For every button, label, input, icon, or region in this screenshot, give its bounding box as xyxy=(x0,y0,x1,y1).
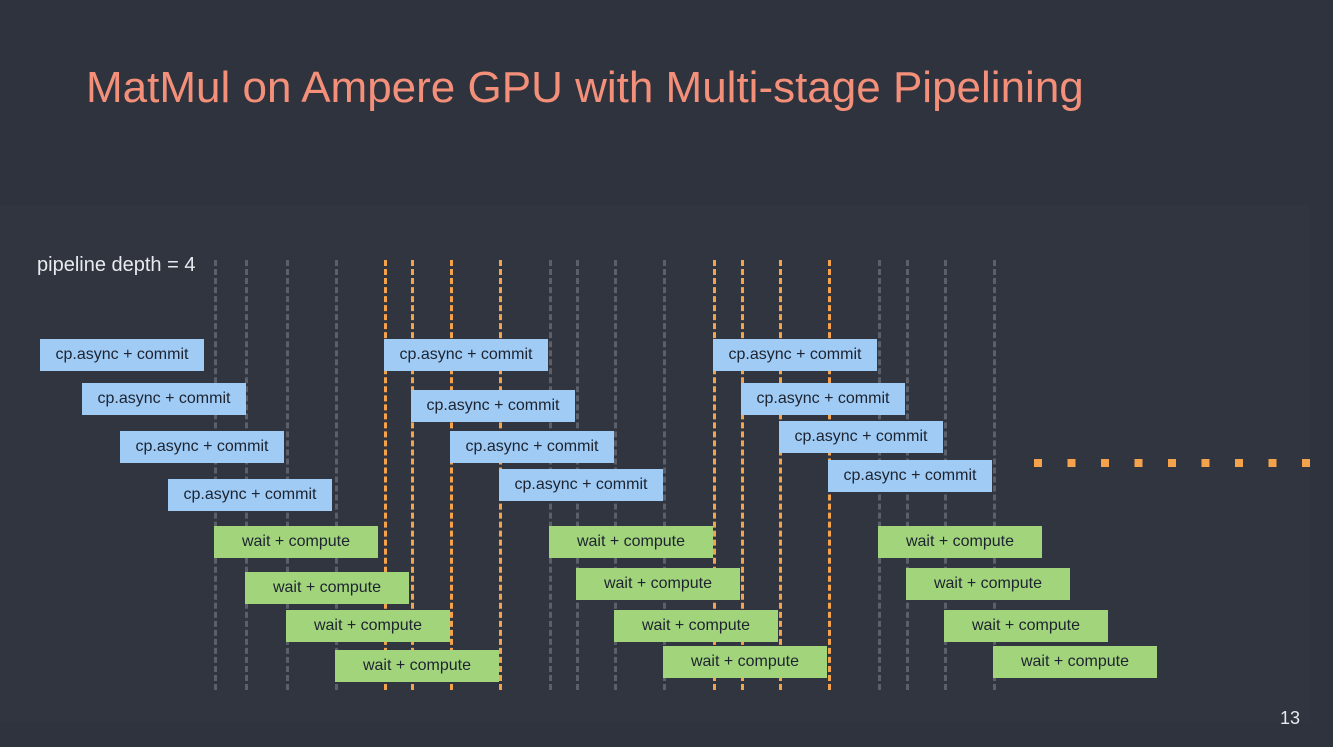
wait-compute-box: wait + compute xyxy=(214,526,378,558)
wait-compute-box: wait + compute xyxy=(663,646,827,678)
wait-compute-box: wait + compute xyxy=(614,610,778,642)
wait-compute-box: wait + compute xyxy=(549,526,713,558)
cp-async-commit-box: cp.async + commit xyxy=(384,339,548,371)
cp-async-commit-box: cp.async + commit xyxy=(40,339,204,371)
cp-async-commit-box: cp.async + commit xyxy=(450,431,614,463)
sync-line xyxy=(411,260,414,690)
cp-async-commit-box: cp.async + commit xyxy=(499,469,663,501)
cp-async-commit-box: cp.async + commit xyxy=(411,390,575,422)
wait-compute-box: wait + compute xyxy=(245,572,409,604)
grid-line xyxy=(245,260,248,690)
grid-line xyxy=(335,260,338,690)
cp-async-commit-box: cp.async + commit xyxy=(741,383,905,415)
wait-compute-box: wait + compute xyxy=(878,526,1042,558)
cp-async-commit-box: cp.async + commit xyxy=(168,479,332,511)
wait-compute-box: wait + compute xyxy=(906,568,1070,600)
sync-line xyxy=(713,260,716,690)
wait-compute-box: wait + compute xyxy=(944,610,1108,642)
slide-title: MatMul on Ampere GPU with Multi-stage Pi… xyxy=(86,63,1084,112)
sync-line xyxy=(741,260,744,690)
cp-async-commit-box: cp.async + commit xyxy=(120,431,284,463)
page-number: 13 xyxy=(1280,708,1301,728)
pipeline-depth-label: pipeline depth = 4 xyxy=(37,254,196,276)
wait-compute-box: wait + compute xyxy=(286,610,450,642)
cp-async-commit-box: cp.async + commit xyxy=(779,421,943,453)
grid-line xyxy=(993,260,996,690)
grid-line xyxy=(214,260,217,690)
cp-async-commit-box: cp.async + commit xyxy=(828,460,992,492)
wait-compute-box: wait + compute xyxy=(993,646,1157,678)
sync-line xyxy=(779,260,782,690)
grid-line xyxy=(286,260,289,690)
cp-async-commit-box: cp.async + commit xyxy=(713,339,877,371)
cp-async-commit-box: cp.async + commit xyxy=(82,383,246,415)
continuation-dots xyxy=(1034,459,1310,467)
wait-compute-box: wait + compute xyxy=(576,568,740,600)
sync-line xyxy=(384,260,387,690)
sync-line xyxy=(450,260,453,690)
grid-line xyxy=(663,260,666,690)
wait-compute-box: wait + compute xyxy=(335,650,499,682)
